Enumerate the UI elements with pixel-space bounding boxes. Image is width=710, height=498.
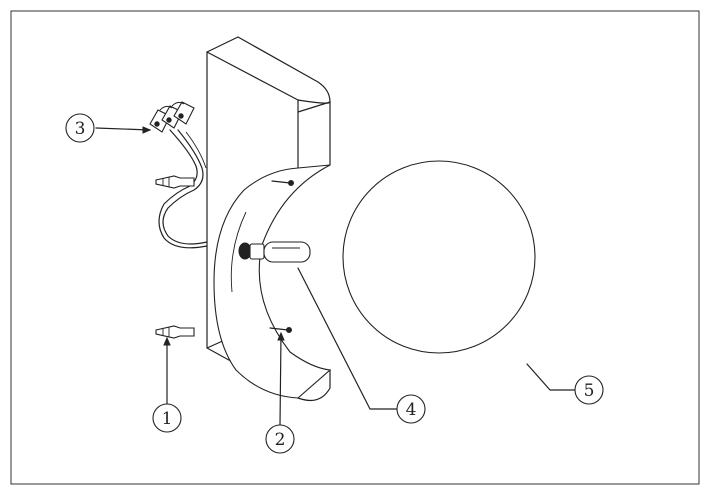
glass-globe xyxy=(342,160,536,354)
callout-3-label: 3 xyxy=(75,119,86,139)
callout-2-label: 2 xyxy=(275,430,286,450)
callout-4: 4 xyxy=(396,394,426,424)
callout-3: 3 xyxy=(65,113,95,143)
wall-plug-bottom xyxy=(155,325,195,339)
callout-5-label: 5 xyxy=(584,381,595,401)
screw-bottom xyxy=(269,327,292,333)
wall-plug-top xyxy=(155,175,195,189)
wires xyxy=(158,129,208,249)
leader-lines xyxy=(95,126,576,426)
diagram-frame xyxy=(10,10,700,485)
screw-top xyxy=(271,180,294,186)
callout-5: 5 xyxy=(574,375,604,405)
callout-1-label: 1 xyxy=(162,409,173,429)
callout-4-label: 4 xyxy=(406,400,417,420)
crescent-arm xyxy=(213,164,332,399)
callout-1: 1 xyxy=(152,403,182,433)
callout-2: 2 xyxy=(265,424,295,454)
terminal-block xyxy=(149,101,195,133)
bulb xyxy=(238,241,311,263)
